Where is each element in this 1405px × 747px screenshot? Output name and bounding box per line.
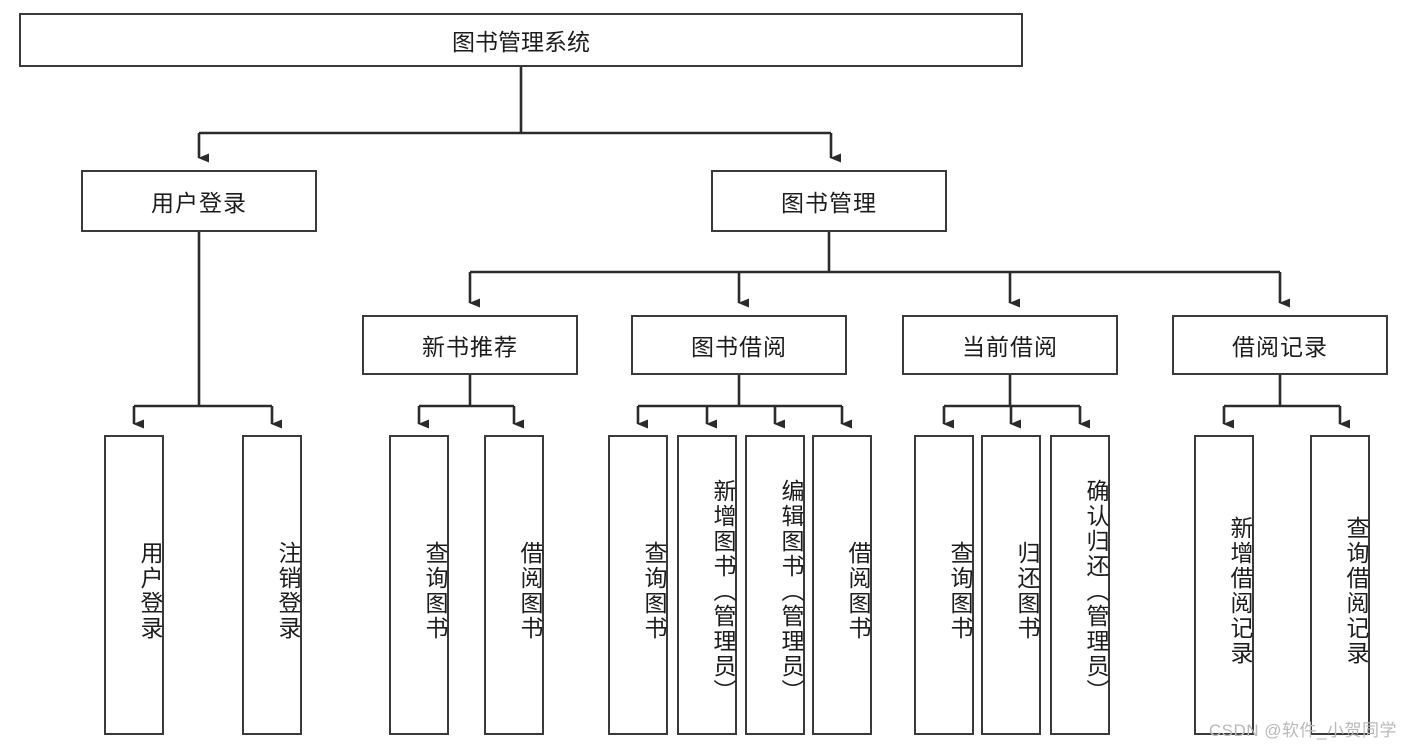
node-current-borrow[interactable]: 当前借阅	[902, 315, 1118, 375]
node-borrow-record[interactable]: 借阅记录	[1172, 315, 1388, 375]
node-user-login[interactable]: 用户登录	[81, 170, 317, 232]
node-leaf-query-book-2[interactable]: 查询图书	[608, 435, 668, 735]
node-leaf-borrow-book-2[interactable]: 借阅图书	[812, 435, 872, 735]
node-leaf-query-book-1[interactable]: 查询图书	[389, 435, 449, 735]
node-leaf-borrow-book-1[interactable]: 借阅图书	[484, 435, 544, 735]
node-leaf-add-book[interactable]: 新增图书（管理员）	[677, 435, 737, 735]
node-leaf-query-book-3[interactable]: 查询图书	[914, 435, 974, 735]
node-book-borrow[interactable]: 图书借阅	[631, 315, 847, 375]
node-leaf-user-login[interactable]: 用户登录	[104, 435, 164, 735]
node-leaf-logout[interactable]: 注销登录	[242, 435, 302, 735]
node-leaf-confirm-return[interactable]: 确认归还（管理员）	[1050, 435, 1110, 735]
node-leaf-add-record[interactable]: 新增借阅记录	[1194, 435, 1254, 735]
node-book-manage[interactable]: 图书管理	[711, 170, 947, 232]
node-leaf-edit-book[interactable]: 编辑图书（管理员）	[745, 435, 805, 735]
node-leaf-return-book[interactable]: 归还图书	[981, 435, 1041, 735]
node-root[interactable]: 图书管理系统	[19, 13, 1023, 67]
node-new-book-recommend[interactable]: 新书推荐	[362, 315, 578, 375]
node-leaf-query-record[interactable]: 查询借阅记录	[1310, 435, 1370, 735]
